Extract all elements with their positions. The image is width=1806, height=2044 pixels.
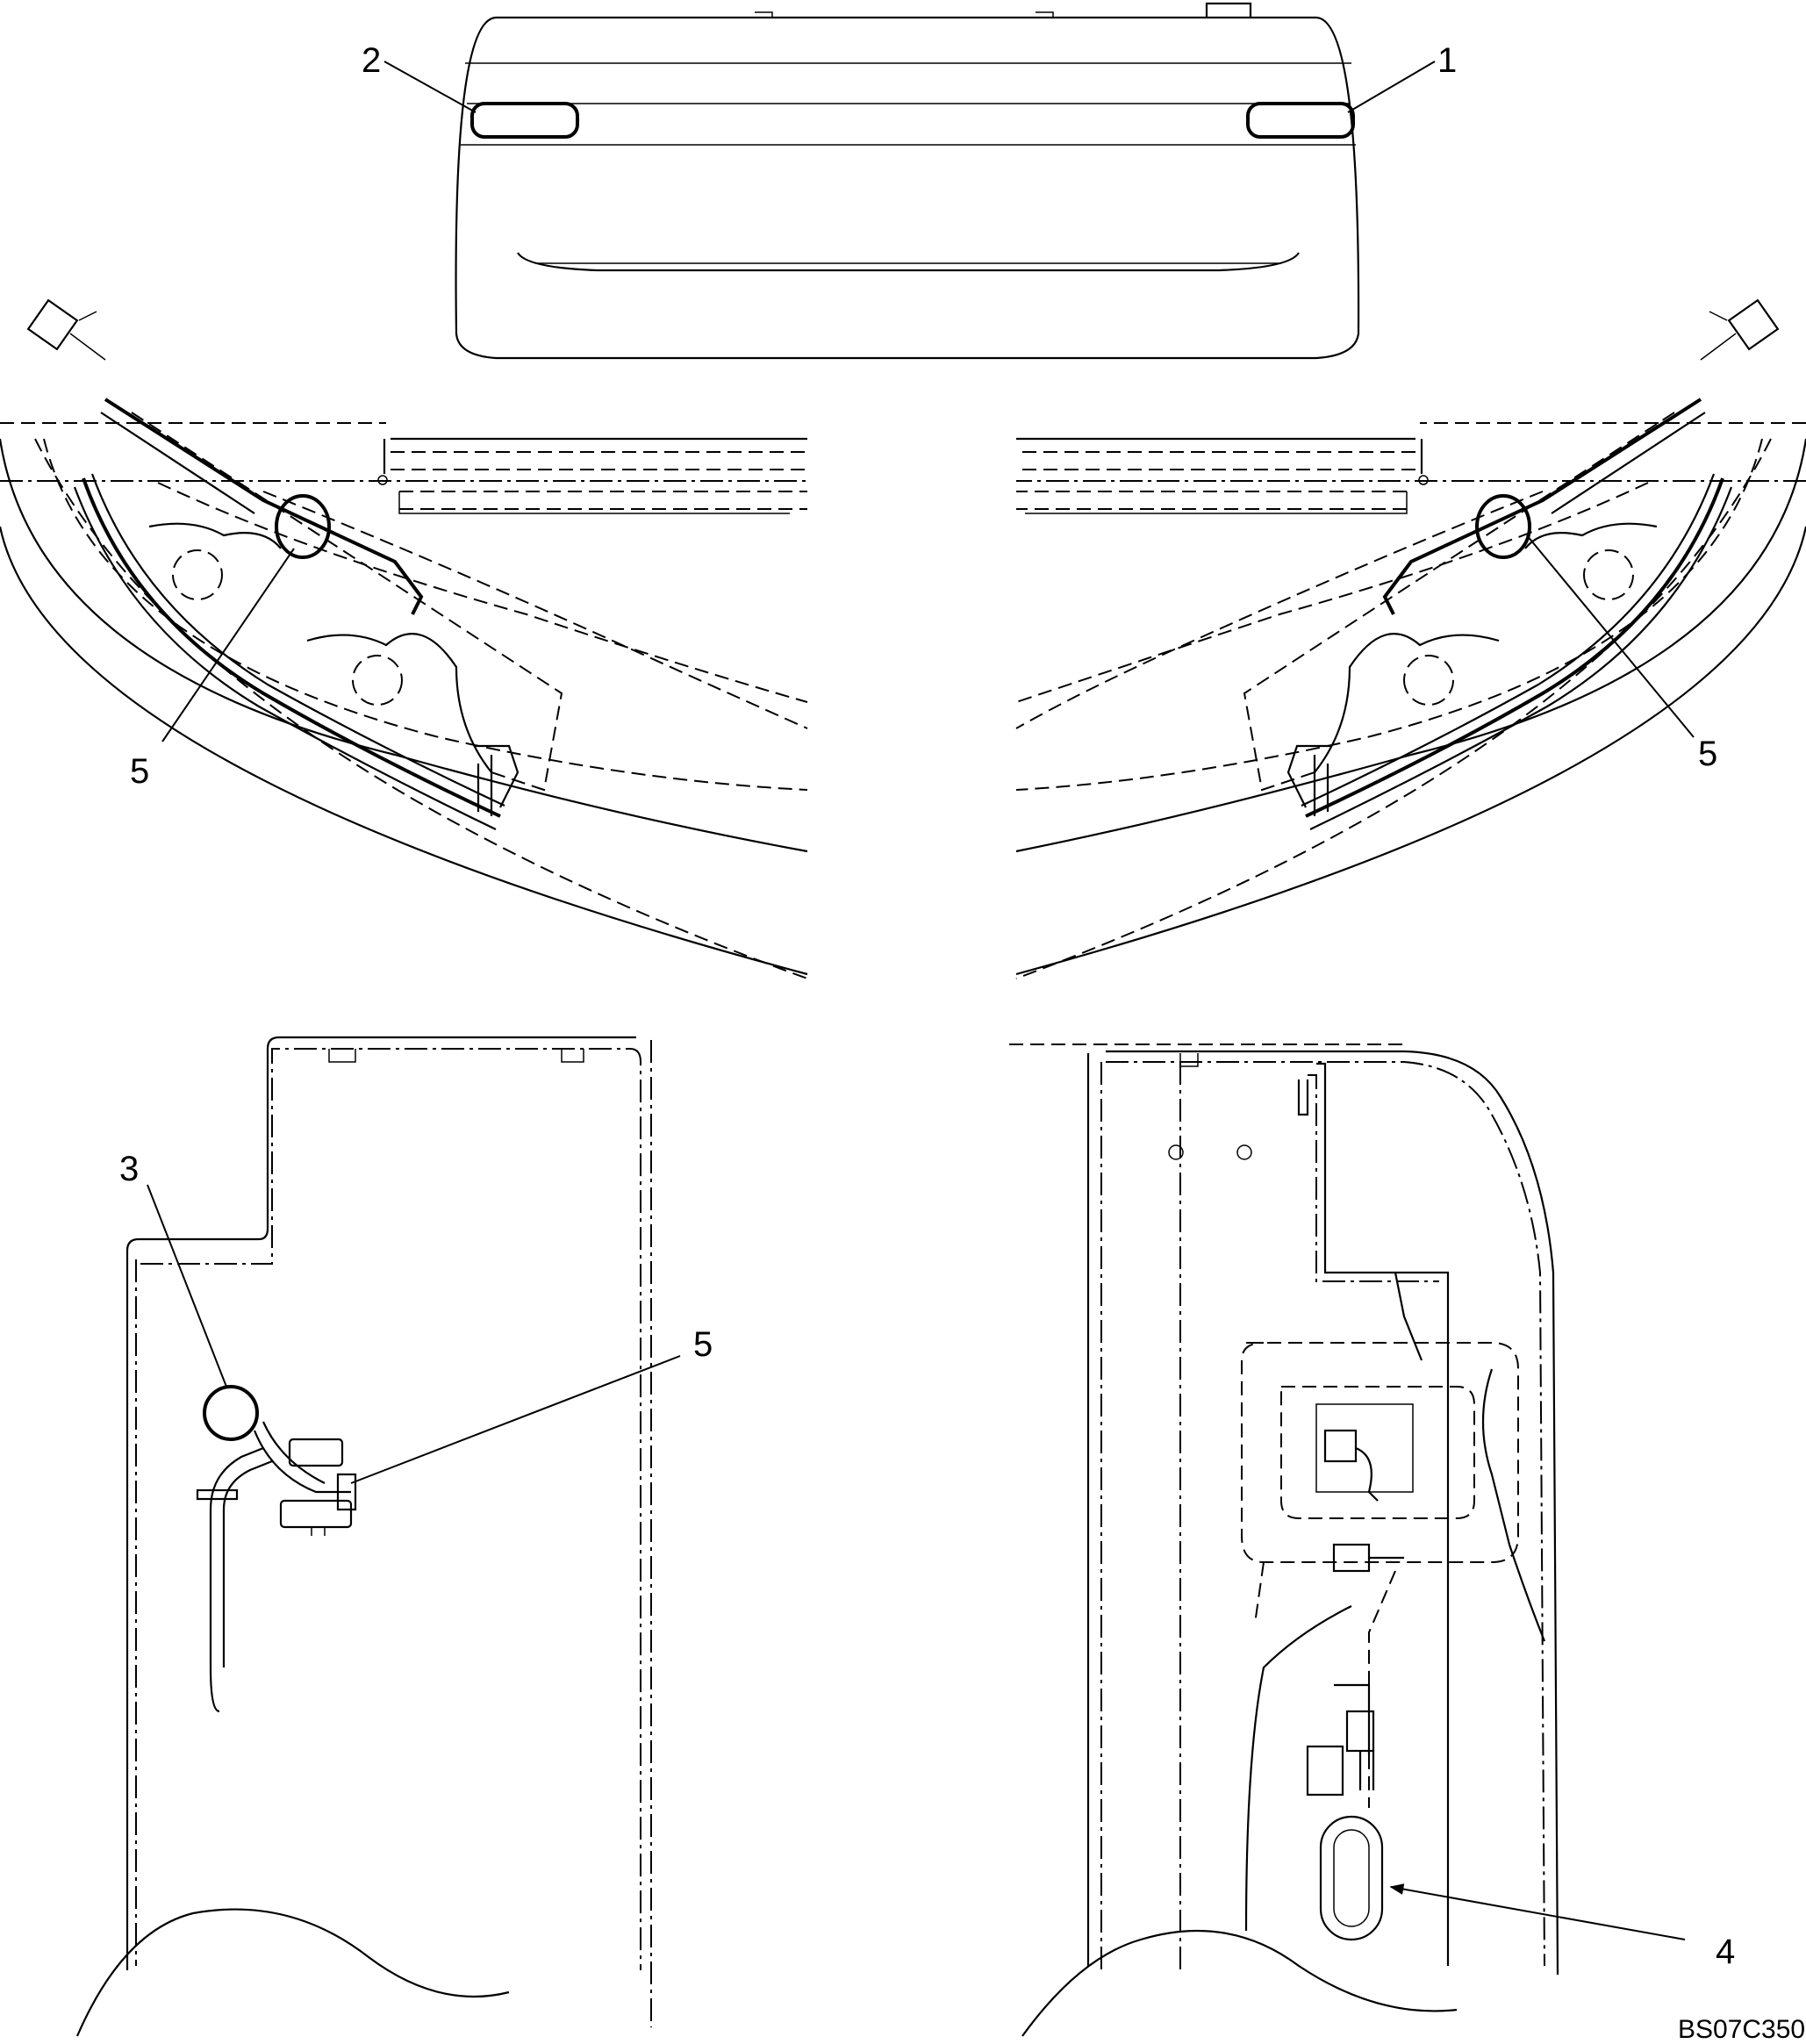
drawing-code: BS07C350 [1678, 2015, 1805, 2044]
cab-rear-panel [455, 2, 1360, 360]
callout-5-right: 5 [1526, 534, 1717, 773]
lamp-1-shape [1246, 102, 1355, 139]
callout-4: 4 [1389, 1883, 1735, 1971]
callout-5-right-label: 5 [1698, 735, 1717, 773]
callout-2-label: 2 [362, 41, 381, 80]
connector-4-shape [1319, 1815, 1384, 1941]
callout-3: 3 [119, 1150, 227, 1388]
callout-5-left-label: 5 [130, 752, 149, 791]
callout-4-label: 4 [1716, 1933, 1735, 1971]
left-side-panel [75, 1036, 652, 2037]
callout-1-label: 1 [1437, 41, 1457, 80]
lamp-2-shape [470, 102, 579, 139]
callout-5-bottom: 5 [350, 1325, 713, 1484]
callout-1: 1 [1347, 41, 1457, 113]
right-light-assembly [1015, 298, 1806, 979]
callout-5-bottom-label: 5 [693, 1325, 713, 1364]
left-light-assembly [0, 298, 808, 979]
right-side-panel [1009, 1044, 1559, 2037]
callout-2: 2 [362, 41, 477, 113]
callout-5-left: 5 [130, 548, 295, 791]
callout-3-label: 3 [119, 1150, 139, 1188]
